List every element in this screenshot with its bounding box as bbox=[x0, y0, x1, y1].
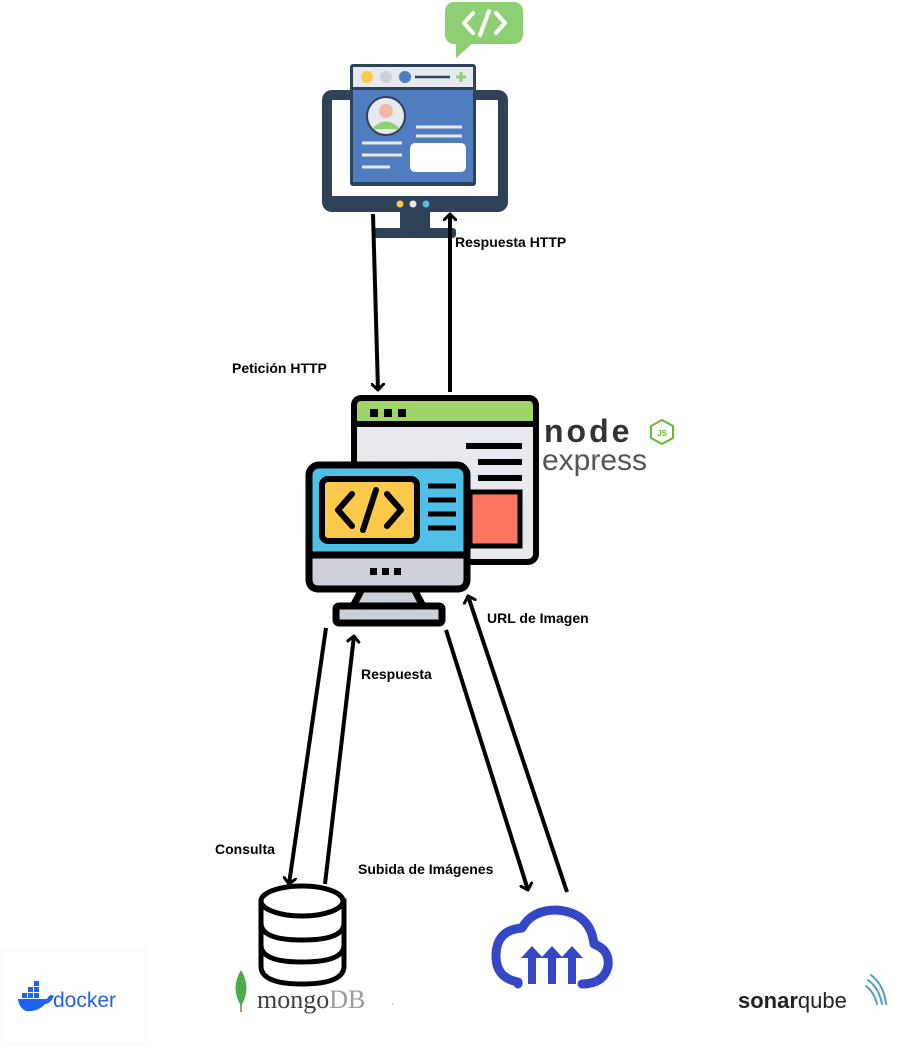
response-http-label: Respuesta HTTP bbox=[455, 234, 566, 250]
request-label: Petición HTTP bbox=[232, 360, 327, 376]
mongodb-logo: mongoDB . bbox=[235, 970, 394, 1014]
mongo-logo-text: mongoDB bbox=[257, 985, 365, 1014]
db-response-arrow bbox=[323, 636, 354, 885]
mongo-registered-mark: . bbox=[391, 994, 394, 1008]
mongo-text-b: DB bbox=[329, 985, 365, 1014]
cloud-upload-icon bbox=[491, 905, 613, 989]
node-logo-text: node bbox=[544, 413, 632, 449]
docker-logo: docker bbox=[1, 949, 147, 1046]
js-badge-text: JS bbox=[657, 429, 667, 438]
express-logo-text: express bbox=[542, 444, 647, 477]
image-upload-label: Subida de Imágenes bbox=[358, 861, 494, 877]
db-response-label: Respuesta bbox=[361, 666, 432, 682]
query-arrow bbox=[289, 627, 328, 884]
image-url-arrow bbox=[468, 596, 569, 893]
image-upload-arrow bbox=[444, 629, 528, 890]
mongo-leaf-icon bbox=[235, 970, 247, 1012]
server-icon bbox=[305, 395, 539, 627]
mongo-text-a: mongo bbox=[257, 985, 329, 1014]
sonar-text-b: qube bbox=[798, 988, 847, 1013]
sonarqube-logo-text: sonarqube bbox=[738, 988, 847, 1013]
database-icon bbox=[258, 883, 347, 987]
code-bubble-icon bbox=[445, 2, 523, 58]
docker-logo-text: docker bbox=[53, 989, 116, 1012]
query-label: Consulta bbox=[215, 841, 275, 857]
js-hexagon-icon: JS bbox=[650, 418, 674, 446]
request-arrow bbox=[373, 213, 378, 390]
sonarqube-logo: sonarqube bbox=[738, 974, 887, 1013]
sonar-text-a: sonar bbox=[738, 988, 798, 1013]
sonar-waves-icon bbox=[865, 974, 887, 1005]
arrows bbox=[289, 213, 569, 893]
docker-whale-icon bbox=[18, 981, 54, 1012]
client-monitor-icon bbox=[322, 2, 523, 238]
node-express-logo: node JS express bbox=[542, 413, 674, 477]
image-url-label: URL de Imagen bbox=[487, 610, 589, 626]
